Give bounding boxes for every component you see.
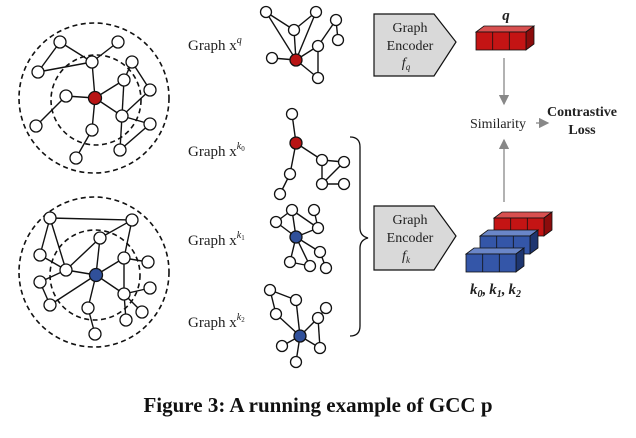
source-graph-top <box>18 22 170 174</box>
label-graph-q: Graph xq <box>188 35 242 54</box>
source-graph-bottom <box>18 196 170 348</box>
encoder-q-block: Graph Encoder fq <box>373 13 457 77</box>
query-embedding-label: q <box>502 8 510 24</box>
encoder-k-line1: Graph <box>393 213 428 228</box>
label-graph-k0: Graph xk0 <box>188 141 245 160</box>
subgraph-q <box>259 5 345 85</box>
loss-line1: Contrastive <box>547 105 617 120</box>
keys-label: k0,k1,k2 <box>470 282 521 300</box>
caption-watermark-fade <box>500 398 636 428</box>
subgraph-k1 <box>269 203 333 275</box>
subgraph-k0 <box>273 107 351 201</box>
loss-line2: Loss <box>568 123 596 138</box>
label-graph-k1: Graph xk1 <box>188 230 245 249</box>
outer-ego-circle-top <box>18 22 170 174</box>
label-graph-k2: Graph xk2 <box>188 312 245 331</box>
key-embedding-2 <box>464 247 526 273</box>
inner-ego-circle-bottom <box>49 229 141 321</box>
similarity-label: Similarity <box>470 117 526 132</box>
encoder-k-line2: Encoder <box>387 231 434 246</box>
encoder-k-function: fk <box>402 249 411 265</box>
center-node-blue <box>88 267 104 283</box>
encoder-q-line2: Encoder <box>387 39 434 54</box>
gcc-diagram: Graph xq Graph xk0 Graph xk1 Graph xk2 <box>18 5 617 369</box>
outer-ego-circle-bottom <box>18 196 170 348</box>
encoder-q-line1: Graph <box>393 21 428 36</box>
query-embedding <box>474 25 536 51</box>
nodes-top <box>29 35 157 165</box>
key-brace <box>349 136 369 337</box>
encoder-q-function: fq <box>402 56 411 72</box>
nodes-bottom <box>33 211 157 341</box>
encoder-k-block: Graph Encoder fk <box>373 205 457 271</box>
inner-ego-circle-top <box>50 54 142 146</box>
figure-caption: Figure 3: A running example of GCC p <box>143 393 493 417</box>
subgraph-k2 <box>263 283 333 369</box>
center-node-red <box>87 90 103 106</box>
